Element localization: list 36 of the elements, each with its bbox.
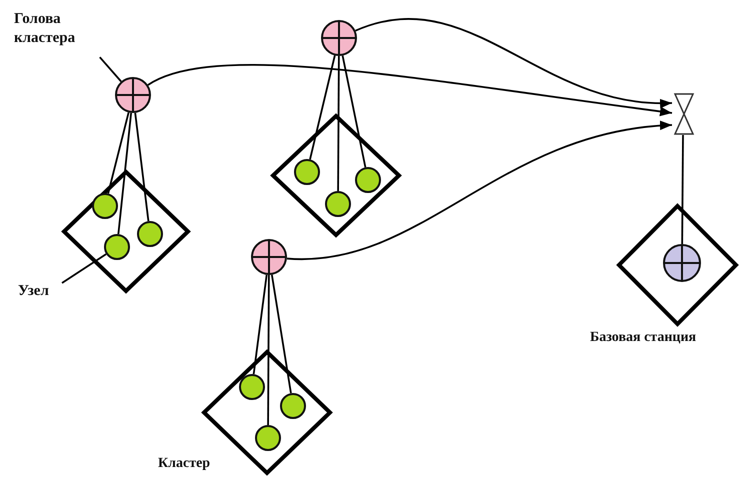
node-label: Узел xyxy=(18,282,68,301)
cluster-head-circle xyxy=(115,77,151,113)
leader-line xyxy=(62,253,107,284)
link-line xyxy=(681,135,684,244)
link-line xyxy=(342,55,366,168)
sensor-node-circle xyxy=(104,234,130,260)
sensor-node-circle xyxy=(137,221,163,247)
antenna-icon xyxy=(674,93,694,135)
cluster-head-circle xyxy=(251,239,287,275)
sensor-node-circle xyxy=(92,193,118,219)
node-label: Кластер xyxy=(158,456,210,472)
sensor-node-circle xyxy=(239,374,265,400)
link-line xyxy=(117,112,132,234)
arrow xyxy=(286,121,672,260)
cluster-head-circle xyxy=(321,20,357,56)
link-line xyxy=(267,275,270,425)
sensor-node-circle xyxy=(355,167,381,193)
link-line xyxy=(107,112,130,194)
node-label: Базовая станция xyxy=(590,330,696,346)
sensor-node-circle xyxy=(280,393,306,419)
arrow xyxy=(148,64,672,116)
sensor-node-circle xyxy=(294,159,320,185)
link-line xyxy=(270,274,292,394)
node-label: Голова кластера xyxy=(14,10,124,48)
leader-line xyxy=(99,56,122,82)
link-line xyxy=(337,56,340,191)
cluster-diamond xyxy=(271,114,401,237)
link-line xyxy=(252,274,268,374)
sensor-node-circle xyxy=(325,191,351,217)
cluster-diamond xyxy=(62,170,190,293)
link-line xyxy=(134,112,150,222)
arrow xyxy=(355,18,672,108)
base-station-circle xyxy=(663,244,701,282)
sensor-node-circle xyxy=(255,425,281,451)
base-station-diamond xyxy=(617,204,738,326)
link-line xyxy=(309,55,336,160)
